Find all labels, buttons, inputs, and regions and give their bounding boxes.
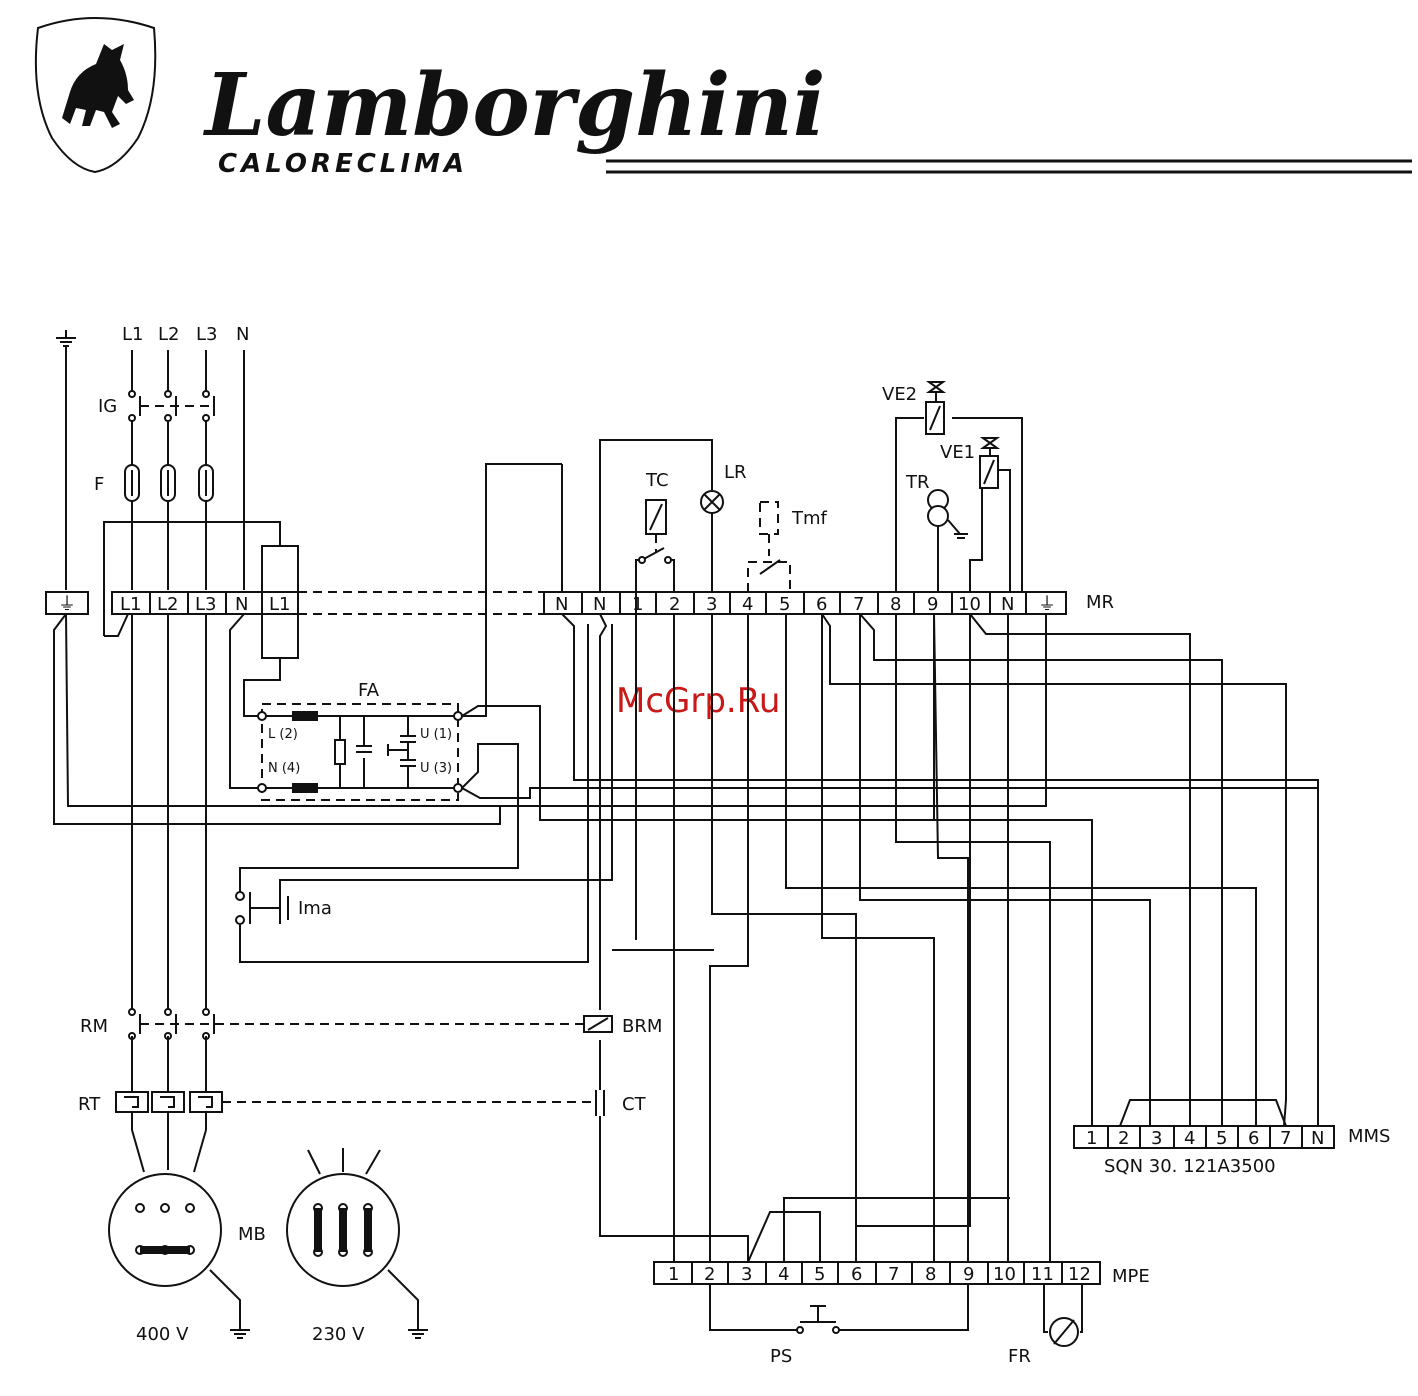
bull-shield-logo — [36, 18, 155, 172]
motor-protection: RM BRM RT CT — [78, 1009, 662, 1116]
mpe-cell-9: 9 — [963, 1264, 974, 1285]
mms-cell-2: 2 — [1118, 1128, 1129, 1149]
brand-rule — [606, 161, 1412, 172]
label-fr: FR — [1008, 1346, 1031, 1367]
supply-label-l2: L2 — [158, 324, 179, 345]
safety-thermostat-tmf — [760, 502, 778, 534]
brand-subtitle: CALORECLIMA — [218, 149, 468, 179]
mpe-cell-2: 2 — [704, 1264, 715, 1285]
label-ve1: VE1 — [940, 442, 975, 463]
mr-cell-5: 5 — [779, 594, 790, 615]
label-tmf: Tmf — [791, 508, 828, 529]
filter-terminal-n4: N (4) — [268, 761, 300, 776]
mr-cell-4: 4 — [742, 594, 753, 615]
mms-cell-5: 5 — [1216, 1128, 1227, 1149]
thermal-relay-rt — [116, 1092, 148, 1112]
mpe-cell-10: 10 — [993, 1264, 1016, 1285]
label-brm: BRM — [622, 1016, 662, 1037]
mpe-cell-6: 6 — [851, 1264, 862, 1285]
mr-cell-n1: N — [555, 594, 568, 615]
brand-name: Lamborghini — [202, 55, 826, 156]
label-ct: CT — [622, 1094, 647, 1115]
watermark: McGrp.Ru — [616, 681, 780, 721]
filter-fa: FA L (2) N (4) U (1) U (3) — [240, 464, 1318, 1126]
label-rt: RT — [78, 1094, 101, 1115]
label-mpe: MPE — [1112, 1266, 1150, 1287]
terminal-block-mr: N N 1 2 3 4 5 6 7 8 9 10 N ⏚ MR — [544, 464, 1114, 615]
supply-label-n: N — [236, 324, 249, 345]
label-lr: LR — [724, 462, 747, 483]
mr-cell-n3: N — [1001, 594, 1014, 615]
mpe-cell-3: 3 — [741, 1264, 752, 1285]
label-tc: TC — [645, 470, 669, 491]
mpe-cell-4: 4 — [778, 1264, 789, 1285]
mms-cell-4: 4 — [1184, 1128, 1195, 1149]
label-ps: PS — [770, 1346, 792, 1367]
mpe-cell-11: 11 — [1031, 1264, 1054, 1285]
mpe-cell-5: 5 — [814, 1264, 825, 1285]
mr-cell-7: 7 — [853, 594, 864, 615]
mms-model: SQN 30. 121A3500 — [1104, 1156, 1276, 1177]
mpe-cell-12: 12 — [1068, 1264, 1091, 1285]
mpe-cell-7: 7 — [888, 1264, 899, 1285]
mr-cell-3: 3 — [706, 594, 717, 615]
label-ima: Ima — [298, 898, 332, 919]
earth-icon — [56, 330, 76, 346]
voltage-400: 400 V — [136, 1324, 189, 1345]
brand-header: Lamborghini CALORECLIMA — [36, 18, 1412, 179]
left-cell-l1: L1 — [120, 594, 141, 615]
left-cell-n: N — [235, 594, 248, 615]
mr-cell-8: 8 — [890, 594, 901, 615]
label-ig: IG — [98, 396, 117, 417]
mms-cell-n: N — [1311, 1128, 1324, 1149]
filter-terminal-l2: L (2) — [268, 727, 298, 742]
mr-cell-1: 1 — [632, 594, 643, 615]
supply-label-l3: L3 — [196, 324, 217, 345]
left-cell-l2: L2 — [157, 594, 178, 615]
mr-cell-earth: ⏚ — [1038, 594, 1056, 615]
left-cell-l3: L3 — [195, 594, 216, 615]
mr-cell-10: 10 — [958, 594, 981, 615]
pressure-switch-ps — [710, 1284, 968, 1333]
label-tr: TR — [905, 472, 930, 493]
mms-cell-7: 7 — [1280, 1128, 1291, 1149]
mr-cell-6: 6 — [816, 594, 827, 615]
mr-cell-9: 9 — [927, 594, 938, 615]
left-cell-earth: ⏚ — [58, 594, 76, 615]
label-fa: FA — [358, 680, 380, 701]
supply-label-l1: L1 — [122, 324, 143, 345]
label-mb: MB — [238, 1224, 266, 1245]
terminal-block-mms: 1 2 3 4 5 6 7 N MMS SQN 30. 121A3500 — [1074, 1126, 1391, 1177]
mr-cell-2: 2 — [669, 594, 680, 615]
label-ve2: VE2 — [882, 384, 917, 405]
mms-cell-6: 6 — [1248, 1128, 1259, 1149]
label-mms: MMS — [1348, 1126, 1391, 1147]
mr-cell-n2: N — [593, 594, 606, 615]
filter-terminal-u1: U (1) — [420, 727, 452, 742]
mms-cell-1: 1 — [1086, 1128, 1097, 1149]
mpe-cell-8: 8 — [925, 1264, 936, 1285]
label-mr: MR — [1086, 592, 1114, 613]
fuses-f — [125, 465, 213, 501]
terminal-block-left: ⏚ L1 L2 L3 N L1 — [46, 592, 298, 615]
left-cell-l1b: L1 — [269, 594, 290, 615]
mpe-cell-1: 1 — [668, 1264, 679, 1285]
filter-terminal-u3: U (3) — [420, 761, 452, 776]
flame-sensor-fr — [1044, 1284, 1082, 1346]
label-rm: RM — [80, 1016, 108, 1037]
mms-cell-3: 3 — [1151, 1128, 1162, 1149]
label-f: F — [94, 474, 104, 495]
voltage-230: 230 V — [312, 1324, 365, 1345]
upper-components: TC LR Tmf VE2 VE1 TR — [600, 382, 1022, 592]
main-switch-ig — [124, 391, 214, 421]
motor-230v — [287, 1148, 428, 1338]
motor-mb — [109, 1112, 250, 1338]
terminal-block-mpe: 1 2 3 4 5 6 7 8 9 10 11 12 MPE — [654, 1262, 1150, 1287]
